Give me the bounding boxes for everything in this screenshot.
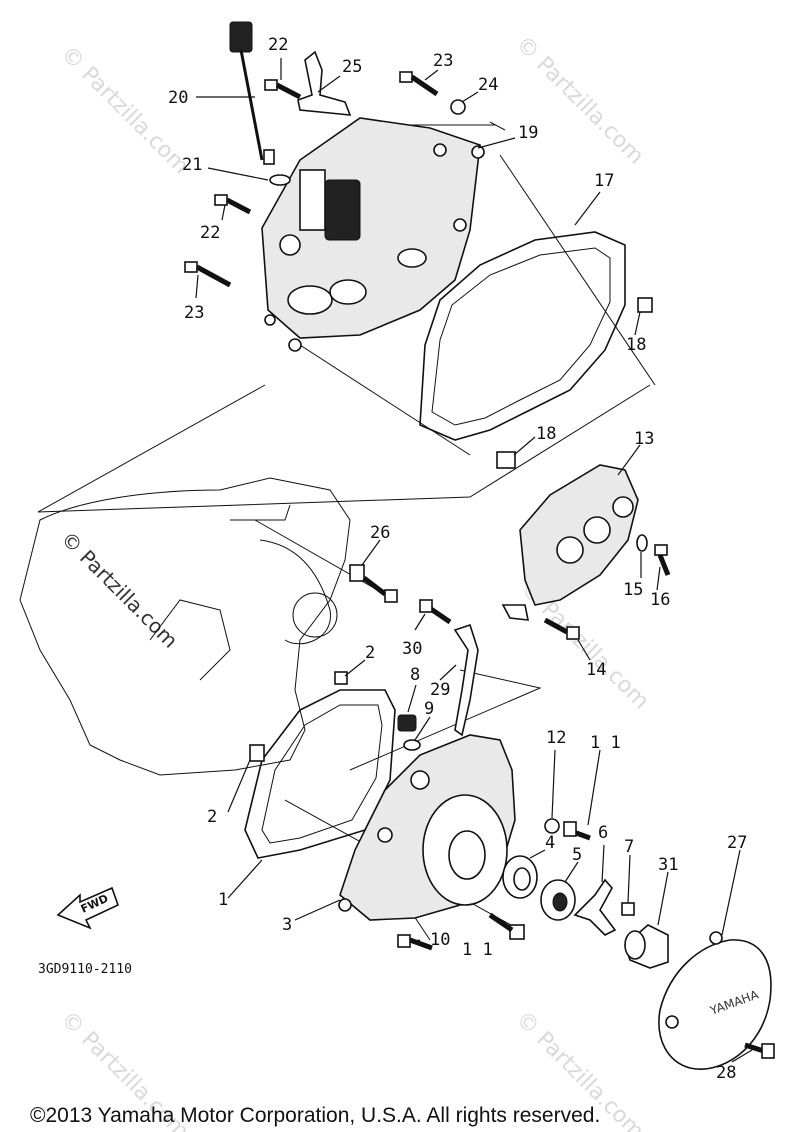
sprocket-cover-13 xyxy=(501,464,671,640)
callout-16: 16 xyxy=(650,590,670,610)
callout-12: 12 xyxy=(546,728,566,748)
bolt-26 xyxy=(349,564,398,603)
right-crankcase-cover-3 xyxy=(338,734,525,951)
callout-27: 27 xyxy=(727,833,747,853)
callout-22: 22 xyxy=(268,35,288,55)
callout-28: 28 xyxy=(716,1063,736,1083)
callout-24: 24 xyxy=(478,75,498,95)
callout-22: 22 xyxy=(200,223,220,243)
spacer-31 xyxy=(624,924,669,969)
bolt-set-top xyxy=(184,71,653,469)
callout-23: 23 xyxy=(433,51,453,71)
plate-6 xyxy=(573,878,635,936)
callout-25: 25 xyxy=(342,57,362,77)
bracket-25 xyxy=(297,50,352,116)
callout-21: 21 xyxy=(182,155,202,175)
seal-5 xyxy=(540,879,576,921)
forward-arrow-icon: FWD xyxy=(56,886,119,930)
gasket-17 xyxy=(419,231,626,441)
callout-7: 7 xyxy=(624,837,634,857)
watermark-text: © Partzilla.com xyxy=(56,42,194,180)
callout-11: 1 1 xyxy=(462,940,493,960)
callout-18: 18 xyxy=(536,424,556,444)
callout-5: 5 xyxy=(572,845,582,865)
callout-2: 2 xyxy=(365,643,375,663)
callout-10: 10 xyxy=(430,930,450,950)
callout-14: 14 xyxy=(586,660,606,680)
callout-13: 13 xyxy=(634,429,654,449)
watermark-highlight: © Partzilla.com xyxy=(56,527,182,653)
callout-26: 26 xyxy=(370,523,390,543)
gasket-1 xyxy=(244,689,396,859)
callout-29: 29 xyxy=(430,680,450,700)
cover-27: YAMAHA xyxy=(658,931,775,1070)
callout-numbers: 20 22 25 23 24 19 21 17 22 23 18 18 13 2… xyxy=(168,35,747,1083)
callout-19: 19 xyxy=(518,123,538,143)
clamp-29 xyxy=(419,599,479,737)
callout-8: 8 xyxy=(410,665,420,685)
oil-dipstick xyxy=(229,21,291,186)
callout-9: 9 xyxy=(424,699,434,719)
leader-lines xyxy=(195,58,753,1063)
callout-2: 2 xyxy=(207,807,217,827)
callout-1: 1 xyxy=(218,890,228,910)
washer-bolt-11-12 xyxy=(544,818,591,841)
callout-15: 15 xyxy=(623,580,643,600)
callout-20: 20 xyxy=(168,88,188,108)
bearing-4 xyxy=(502,855,538,899)
bolt-set-2 xyxy=(249,671,348,762)
left-crankcase-cover xyxy=(261,117,485,352)
callout-11: 1 1 xyxy=(590,733,621,753)
callout-6: 6 xyxy=(598,823,608,843)
callout-4: 4 xyxy=(545,833,555,853)
copyright-footer: ©2013 Yamaha Motor Corporation, U.S.A. A… xyxy=(30,1104,600,1127)
drawing-code: 3GD9110-2110 xyxy=(38,962,132,977)
callout-30: 30 xyxy=(402,639,422,659)
crankcase xyxy=(19,477,351,776)
callout-3: 3 xyxy=(282,915,292,935)
callout-18: 18 xyxy=(626,335,646,355)
watermark-text: © Partzilla.com xyxy=(511,32,649,170)
plug-8 xyxy=(397,714,421,751)
callout-23: 23 xyxy=(184,303,204,323)
callout-31: 31 xyxy=(658,855,678,875)
callout-17: 17 xyxy=(594,171,614,191)
